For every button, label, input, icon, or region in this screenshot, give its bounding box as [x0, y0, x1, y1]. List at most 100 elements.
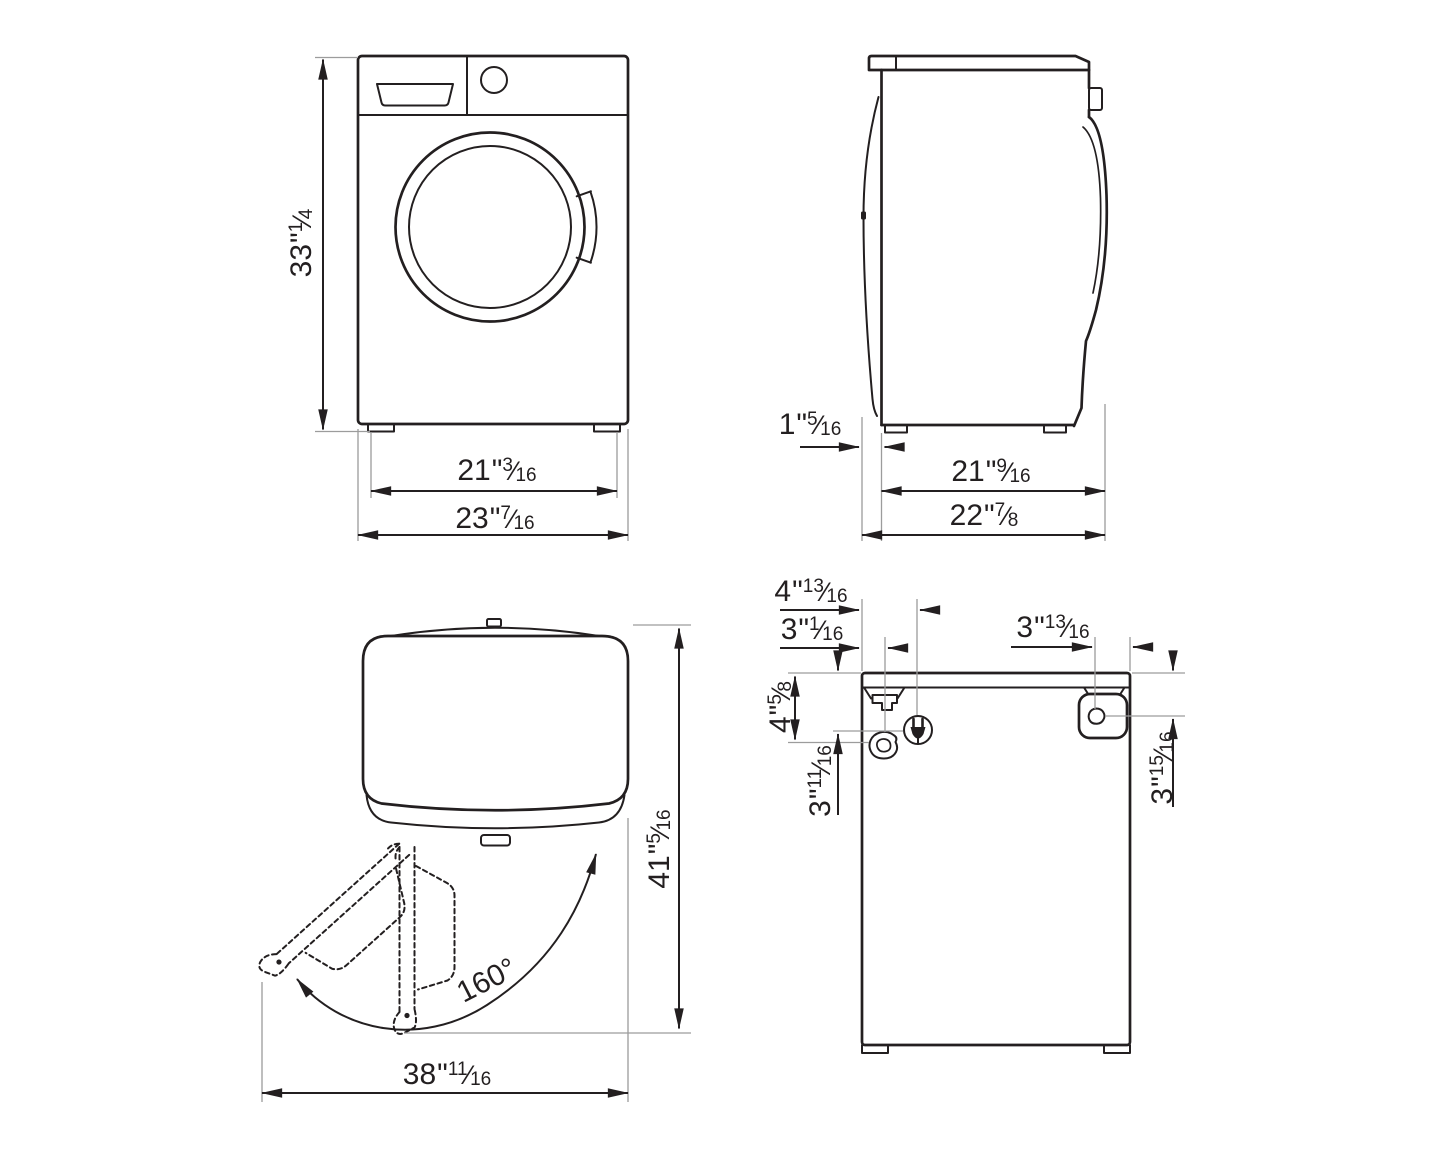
- rear-view: [860, 671, 1132, 1054]
- inch-mark: ": [984, 499, 995, 532]
- fraction-denominator: 4: [296, 208, 317, 220]
- dim-whole: 3: [780, 613, 798, 646]
- front-feet: [367, 423, 621, 433]
- fraction-denominator: 16: [513, 513, 535, 534]
- fraction-numerator: 1: [809, 614, 820, 635]
- fraction-denominator: 16: [515, 465, 537, 486]
- fraction-denominator: 16: [1157, 731, 1178, 753]
- fraction-numerator: 3: [502, 455, 513, 476]
- inch-mark: ": [792, 575, 803, 608]
- door-handle: [589, 190, 598, 264]
- dim-whole: 22: [949, 499, 984, 532]
- inch-mark: ": [1034, 611, 1045, 644]
- inch-mark: ": [985, 455, 997, 488]
- inch-mark: ": [643, 843, 676, 855]
- dim-whole: 23: [455, 502, 489, 535]
- detergent-drawer: [376, 83, 454, 107]
- rear-panel-bulge: [862, 96, 880, 417]
- inch-mark: ": [798, 613, 810, 646]
- door-open-160-icon: [255, 838, 437, 1011]
- dim-side-body-depth: 21"9⁄16: [951, 457, 1030, 487]
- dim-whole: 3: [804, 800, 837, 817]
- fraction-numerator: 11: [447, 1059, 468, 1080]
- dim-whole: 4: [774, 575, 792, 608]
- side-feet: [884, 424, 1067, 434]
- top-cabinet: [361, 634, 630, 812]
- dim-front-overall-width: 23"7⁄16: [455, 504, 534, 534]
- dimension-lines: [261, 58, 1178, 1098]
- dim-whole: 1: [778, 408, 796, 441]
- fraction-denominator: 16: [820, 419, 842, 440]
- dim-side-overall-depth: 22"7⁄8: [950, 501, 1019, 531]
- dim-rear-inlet-x: 3"1⁄16: [781, 615, 844, 645]
- dim-rear-plug-y: 3"11⁄16: [804, 745, 837, 817]
- fraction-slash: ⁄: [466, 1060, 472, 1090]
- door-glass: [408, 145, 572, 309]
- door-swing-arc: [296, 853, 597, 1031]
- front-cabinet: [356, 54, 630, 426]
- dim-rear-plug-x: 4"13⁄16: [774, 577, 847, 607]
- side-view: [861, 54, 1109, 434]
- dim-whole: 41: [643, 855, 676, 889]
- dim-whole: 38: [402, 1058, 437, 1091]
- door-handle-top: [480, 834, 511, 847]
- fraction-numerator: 9: [996, 456, 1007, 477]
- door-bulge-profile: [1072, 115, 1109, 428]
- fraction-slash: ⁄: [818, 615, 824, 645]
- inch-mark: ": [437, 1058, 448, 1091]
- inch-mark: ": [285, 232, 318, 243]
- inch-mark: ": [491, 454, 503, 487]
- dim-whole: 4: [764, 716, 797, 734]
- fraction-slash: ⁄: [1064, 613, 1070, 643]
- fraction-numerator: 1: [286, 221, 307, 233]
- door-open-90-icon: [392, 846, 456, 1035]
- dim-side-rear-gap: 1"5⁄16: [779, 410, 842, 440]
- inch-mark: ": [804, 788, 837, 800]
- dim-whole: 3: [1146, 787, 1179, 805]
- fraction-denominator: 8: [1007, 510, 1019, 531]
- fraction-numerator: 5: [644, 833, 665, 844]
- fraction-numerator: 7: [994, 500, 1006, 521]
- fraction-numerator: 5: [807, 409, 818, 430]
- inch-mark: ": [489, 502, 501, 535]
- dim-rear-drain-x: 3"13⁄16: [1016, 613, 1089, 643]
- fraction-slash: ⁄: [509, 504, 515, 534]
- fraction-numerator: 13: [802, 576, 824, 597]
- power-plug-icon: [903, 715, 933, 745]
- fraction-slash: ⁄: [511, 456, 517, 486]
- fraction-numerator: 5: [765, 694, 786, 705]
- fraction-slash: ⁄: [822, 577, 828, 607]
- water-inlet-icon: [868, 730, 899, 760]
- fraction-slash: ⁄: [816, 410, 822, 440]
- fraction-denominator: 16: [826, 586, 848, 607]
- fraction-denominator: 16: [1009, 466, 1031, 487]
- fraction-denominator: 8: [775, 680, 796, 692]
- fraction-numerator: 7: [500, 503, 511, 524]
- inch-mark: ": [764, 704, 797, 716]
- inch-mark: ": [1146, 776, 1179, 787]
- dim-whole: 3: [1016, 611, 1034, 644]
- dim-whole: 21: [951, 455, 985, 488]
- fraction-denominator: 16: [815, 745, 836, 767]
- front-view: [356, 54, 630, 433]
- dim-rear-inlet-y: 4"5⁄8: [764, 680, 797, 734]
- extension-lines: [261, 56, 1185, 1102]
- fraction-denominator: 16: [822, 624, 844, 645]
- dim-whole: 21: [457, 454, 491, 487]
- inch-mark: ": [796, 408, 808, 441]
- dim-open-depth: 38"11⁄16: [403, 1060, 491, 1090]
- program-knob: [480, 66, 508, 94]
- dim-front-feet-width: 21"3⁄16: [457, 456, 536, 486]
- fraction-numerator: 13: [1044, 612, 1066, 633]
- fraction-denominator: 16: [470, 1069, 492, 1090]
- fraction-slash: ⁄: [1005, 457, 1011, 487]
- fraction-numerator: 15: [1147, 755, 1168, 777]
- top-lid: [867, 54, 1091, 72]
- rear-feet: [861, 1044, 1131, 1054]
- dim-whole: 33: [285, 243, 318, 278]
- top-view: [255, 618, 630, 1035]
- dim-front-height: 33"1⁄4: [285, 208, 318, 278]
- fraction-slash: ⁄: [1004, 501, 1009, 531]
